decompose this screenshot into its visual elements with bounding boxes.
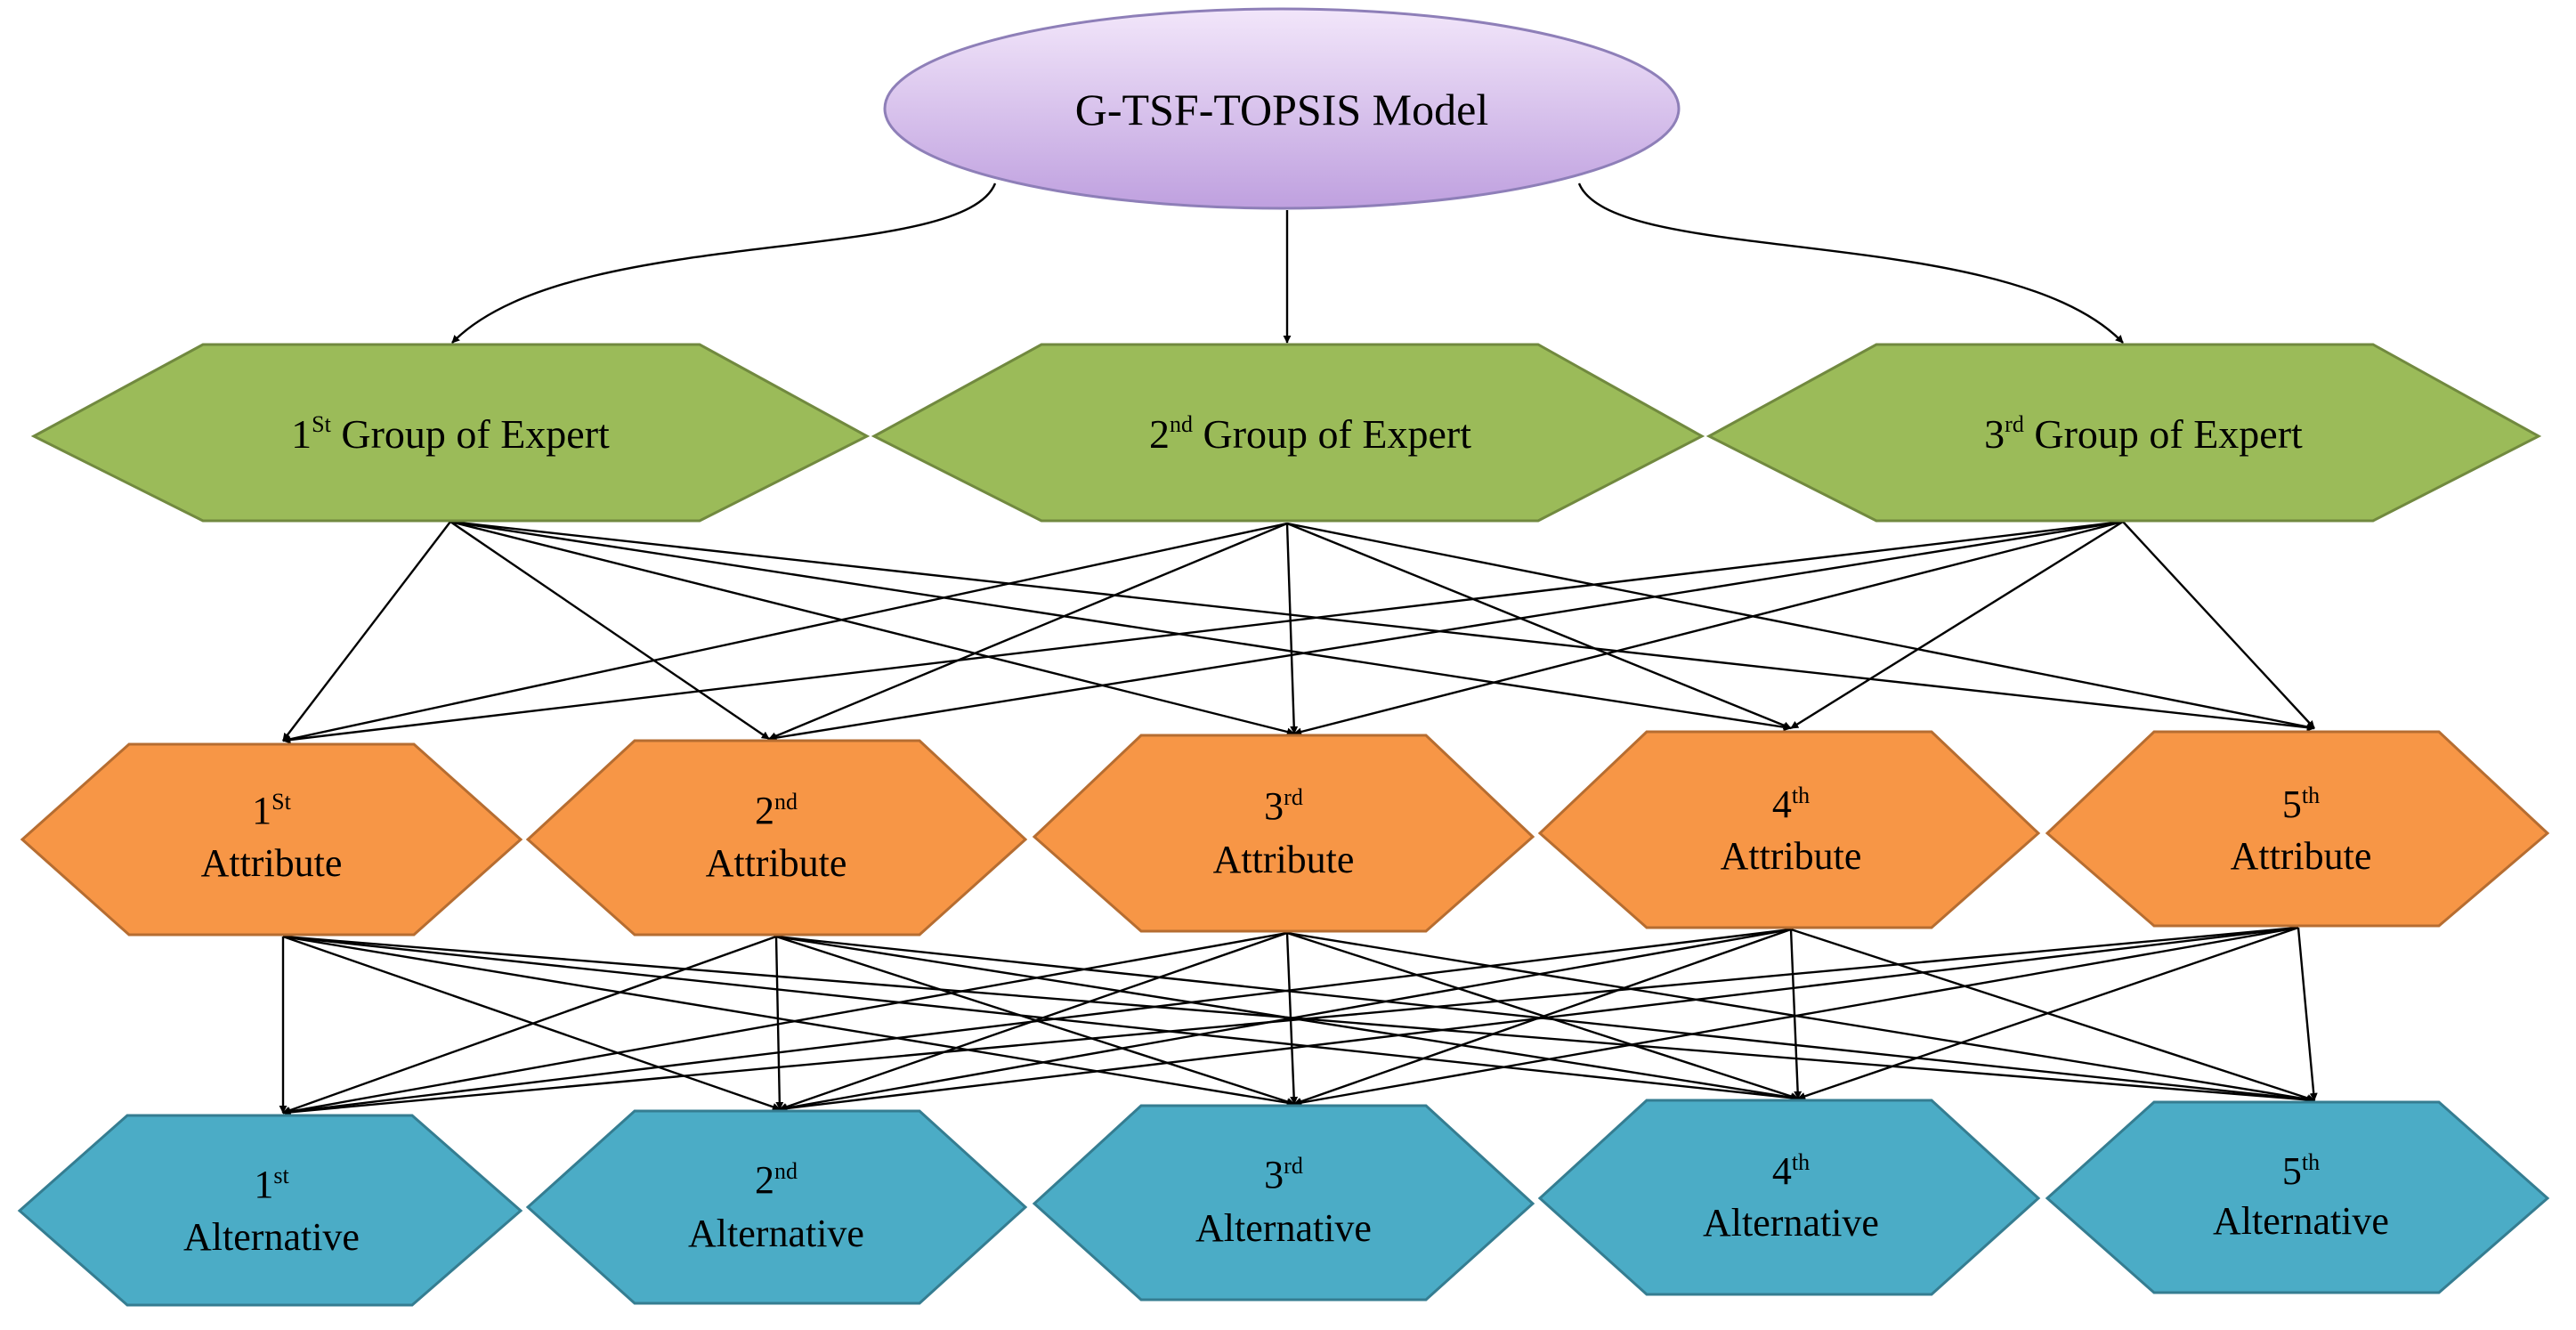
attribute-1: 1St Attribute	[20, 742, 523, 937]
attributes-row: 1St Attribute 2nd Attribute 3rd Attribut…	[20, 730, 2550, 937]
attribute-word-4: Attribute	[1721, 834, 1862, 878]
attribute-ordinal-5: 5th	[2282, 783, 2320, 826]
attribute-word-2: Attribute	[706, 841, 847, 885]
alternatives-row: 1st Alternative 2nd Alternative 3rd Alte…	[17, 1099, 2550, 1307]
attribute-5-to-alternative-5-arrow	[2297, 927, 2318, 1101]
attribute-3-to-alternative-5-arrow	[1286, 931, 2315, 1104]
attribute-2-to-alternative-2-arrow	[774, 936, 784, 1110]
group-2-to-attribute-2-arrow	[768, 522, 1288, 741]
attribute-hexagon-4	[1537, 730, 2041, 929]
group-1-to-attribute-5-arrow	[450, 520, 2315, 732]
alternative-word-1: Alternative	[183, 1215, 360, 1259]
attribute-4-to-alternative-1-arrow	[282, 928, 1792, 1116]
attribute-3-to-alternative-1-arrow	[282, 931, 1288, 1116]
attribute-4-to-alternative-2-arrow	[779, 928, 1792, 1113]
attribute-ordinal-1: 1St	[252, 789, 291, 832]
attribute-hexagon-1	[20, 742, 523, 937]
attribute-4-to-alternative-3-arrow	[1293, 928, 1792, 1106]
expert-group-1: 1St Group of Expert	[30, 343, 871, 523]
group-2-to-attribute-1-arrow	[282, 522, 1288, 743]
alternative-hexagon-5	[2045, 1100, 2550, 1294]
group-label-2: 2nd Group of Expert	[1149, 411, 1471, 457]
attribute-5-to-alternative-2-arrow	[779, 926, 2299, 1113]
alternative-hexagon-3	[1032, 1104, 1535, 1302]
alternative-word-4: Alternative	[1703, 1201, 1879, 1245]
expert-groups: 1St Group of Expert 2nd Group of Expert …	[30, 343, 2542, 523]
alternative-hexagon-2	[525, 1109, 1028, 1305]
group-label-3: 3rd Group of Expert	[1984, 411, 2303, 457]
root-to-group-1-arrow	[451, 182, 997, 344]
attribute-5-to-alternative-3-arrow	[1293, 926, 2299, 1107]
group-hexagon-2	[871, 343, 1705, 523]
root-to-group-3-arrow	[1577, 182, 2124, 344]
group-2-to-attribute-3-arrow	[1285, 523, 1299, 734]
group-2-to-attribute-5-arrow	[1286, 522, 2315, 731]
attribute-hexagon-3	[1032, 734, 1535, 933]
alternative-ordinal-5: 5th	[2282, 1149, 2320, 1193]
alternative-4: 4th Alternative	[1537, 1099, 2041, 1296]
root-node: G-TSF-TOPSIS Model	[883, 7, 1681, 210]
attribute-5: 5th Attribute	[2045, 730, 2550, 928]
alternative-ordinal-2: 2nd	[755, 1158, 798, 1202]
alternative-ordinal-4: 4th	[1772, 1149, 1810, 1193]
alternative-word-5: Alternative	[2213, 1199, 2389, 1243]
root-label: G-TSF-TOPSIS Model	[1075, 85, 1488, 134]
group-3-to-attribute-2-arrow	[768, 520, 2124, 742]
attribute-2-to-alternative-1-arrow	[282, 935, 777, 1115]
expert-group-3: 3rd Group of Expert	[1705, 343, 2542, 523]
attribute-2: 2nd Attribute	[525, 739, 1028, 937]
group-1-to-attribute-4-arrow	[450, 520, 1792, 732]
group-1-to-attribute-1-arrow	[282, 521, 451, 742]
attribute-4-to-alternative-5-arrow	[1790, 928, 2315, 1102]
alternative-hexagon-4	[1537, 1099, 2041, 1296]
alternative-ordinal-1: 1st	[254, 1163, 289, 1206]
attribute-3: 3rd Attribute	[1032, 734, 1535, 933]
attribute-ordinal-2: 2nd	[755, 789, 798, 832]
group-3-to-attribute-5-arrow	[2122, 521, 2315, 729]
group-3-to-attribute-4-arrow	[1790, 520, 2124, 730]
attribute-4-to-alternative-4-arrow	[1789, 929, 1802, 1099]
group-label-1: 1St Group of Expert	[291, 411, 610, 457]
group-hexagon-3	[1705, 343, 2542, 523]
alternative-1: 1st Alternative	[17, 1114, 523, 1307]
alternative-5: 5th Alternative	[2045, 1100, 2550, 1294]
alternative-word-2: Alternative	[688, 1212, 864, 1255]
group-3-to-attribute-1-arrow	[282, 520, 2124, 744]
alternative-ordinal-3: 3rd	[1264, 1153, 1303, 1196]
root-ellipse	[883, 7, 1681, 210]
alternative-hexagon-1	[17, 1114, 523, 1307]
alternative-3: 3rd Alternative	[1032, 1104, 1535, 1302]
attribute-hexagon-2	[525, 739, 1028, 937]
group-2-to-attribute-4-arrow	[1286, 522, 1792, 730]
attribute-ordinal-4: 4th	[1772, 783, 1810, 826]
attribute-ordinal-3: 3rd	[1264, 784, 1303, 828]
attribute-1-to-alternative-2-arrow	[282, 935, 781, 1111]
group-1-to-attribute-2-arrow	[450, 521, 770, 740]
attribute-word-5: Attribute	[2231, 834, 2372, 878]
expert-group-2: 2nd Group of Expert	[871, 343, 1705, 523]
attribute-hexagon-5	[2045, 730, 2550, 928]
connector-lines	[279, 182, 2318, 1116]
attribute-2-to-alternative-4-arrow	[775, 935, 1799, 1102]
attribute-word-1: Attribute	[201, 841, 343, 885]
group-1-to-attribute-3-arrow	[450, 520, 1295, 736]
attribute-1-to-alternative-3-arrow	[282, 935, 1295, 1107]
group-3-to-attribute-3-arrow	[1293, 520, 2124, 736]
group-hexagon-1	[30, 343, 871, 523]
alternative-2: 2nd Alternative	[525, 1109, 1028, 1305]
attribute-word-3: Attribute	[1213, 838, 1355, 881]
alternative-word-3: Alternative	[1195, 1206, 1372, 1250]
attribute-4: 4th Attribute	[1537, 730, 2041, 929]
attribute-5-to-alternative-4-arrow	[1797, 926, 2299, 1100]
attribute-5-to-alternative-1-arrow	[282, 926, 2299, 1116]
